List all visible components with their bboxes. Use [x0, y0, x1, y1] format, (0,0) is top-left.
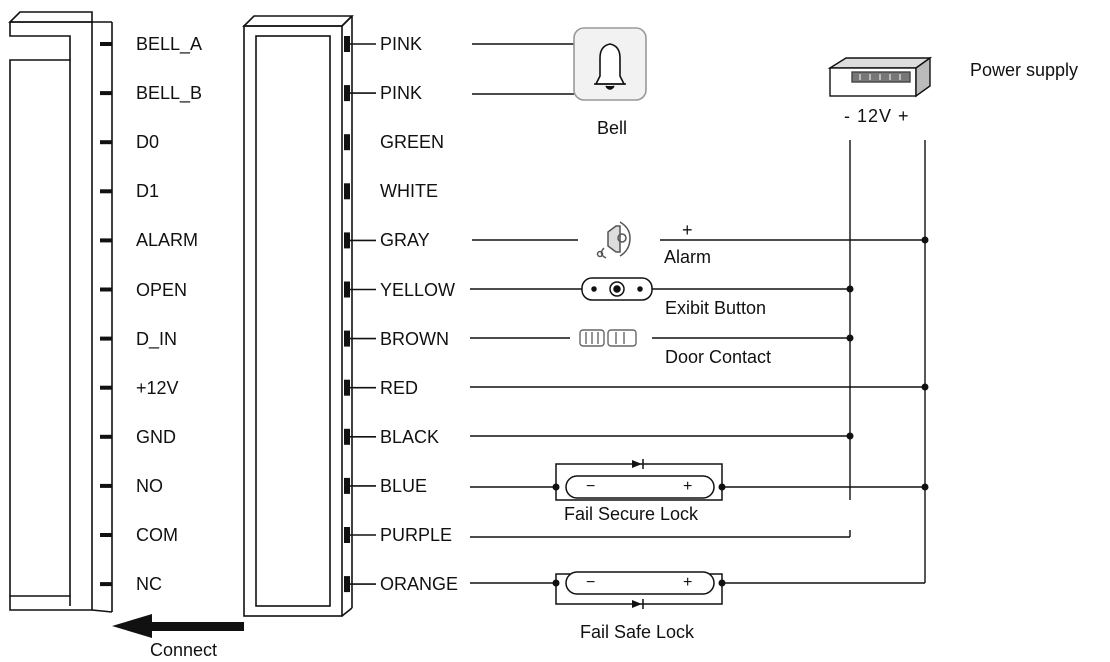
fail-safe-minus: − [586, 574, 596, 591]
terminal-pin [100, 336, 112, 341]
connector-pin [344, 477, 350, 494]
terminal-label: COM [136, 525, 178, 545]
wire-label: PINK [380, 83, 423, 104]
connector-pin [344, 134, 350, 151]
wire-label: BLUE [380, 475, 428, 496]
fail-safe-lock-icon [555, 571, 723, 609]
terminal-label: GND [136, 426, 176, 447]
connector-block [242, 15, 354, 617]
wire-label: ORANGE [380, 574, 459, 595]
fail-secure-plus: + [683, 478, 693, 495]
exit-button-label: Exibit Button [665, 298, 767, 318]
terminal-pin [100, 582, 112, 587]
alarm-speaker-icon [596, 221, 631, 259]
wire-label: WHITE [380, 181, 438, 202]
terminal-pin [100, 140, 112, 145]
alarm-plus-label: + [682, 220, 693, 240]
terminal-label: D1 [136, 181, 160, 202]
connector-pin [344, 85, 350, 102]
alarm-label: Alarm [664, 247, 712, 267]
terminal-pins [100, 42, 112, 587]
door-contact-label: Door Contact [665, 347, 772, 367]
fail-safe-plus: + [683, 574, 693, 591]
terminal-pin [100, 42, 112, 46]
fail-secure-lock-icon [555, 459, 723, 501]
wire-label: BLACK [380, 426, 440, 447]
door-contact-icon [579, 329, 637, 347]
terminal-pin [100, 385, 112, 390]
connector-pin [344, 232, 350, 249]
power-supply-label: Power supply [970, 60, 1079, 80]
terminal-label: NO [136, 475, 163, 496]
connector-pin [344, 576, 350, 593]
terminal-pin [100, 483, 112, 488]
wire-label: YELLOW [380, 279, 456, 300]
wire-label: GREEN [380, 132, 445, 153]
connector-pin [344, 527, 350, 543]
wire-label: PINK [380, 34, 423, 54]
wires [470, 43, 926, 584]
terminal-label: +12V [136, 377, 179, 398]
terminal-pin [100, 91, 112, 96]
terminal-pin [100, 238, 112, 243]
terminal-pin [100, 287, 112, 292]
connector-pin [344, 36, 350, 52]
wire-label: BROWN [380, 328, 449, 349]
terminal-label: BELL_A [136, 34, 203, 54]
terminal-label: D_IN [136, 328, 178, 349]
wire-label: GRAY [380, 230, 430, 251]
terminal-label: OPEN [136, 279, 188, 300]
fail-secure-lock-label: Fail Secure Lock [564, 504, 699, 524]
power-polarity-label: - 12V + [844, 106, 910, 126]
connect-arrow [112, 614, 244, 638]
terminal-pin [100, 189, 112, 194]
terminal-pin [100, 434, 112, 439]
connector-pin [344, 183, 350, 200]
bell-icon [573, 27, 647, 101]
connector-pin [344, 281, 350, 298]
terminal-block [8, 11, 113, 613]
fail-safe-lock-label: Fail Safe Lock [580, 622, 695, 642]
wire-label: RED [380, 377, 419, 398]
power-supply-icon [827, 56, 933, 98]
connect-label: Connect [150, 640, 218, 660]
wire-label: PURPLE [380, 525, 453, 545]
connector-pins [344, 36, 376, 593]
terminal-label: NC [136, 574, 162, 595]
connector-pin [344, 379, 350, 396]
terminal-label: BELL_B [136, 83, 203, 104]
connector-pin [344, 428, 350, 445]
fail-secure-minus: − [586, 478, 596, 495]
terminal-pin [100, 533, 112, 537]
exit-button-icon [581, 277, 653, 301]
bell-label: Bell [597, 118, 628, 138]
connector-pin [344, 330, 350, 347]
terminal-label: ALARM [136, 230, 199, 251]
terminal-label: D0 [136, 132, 160, 153]
